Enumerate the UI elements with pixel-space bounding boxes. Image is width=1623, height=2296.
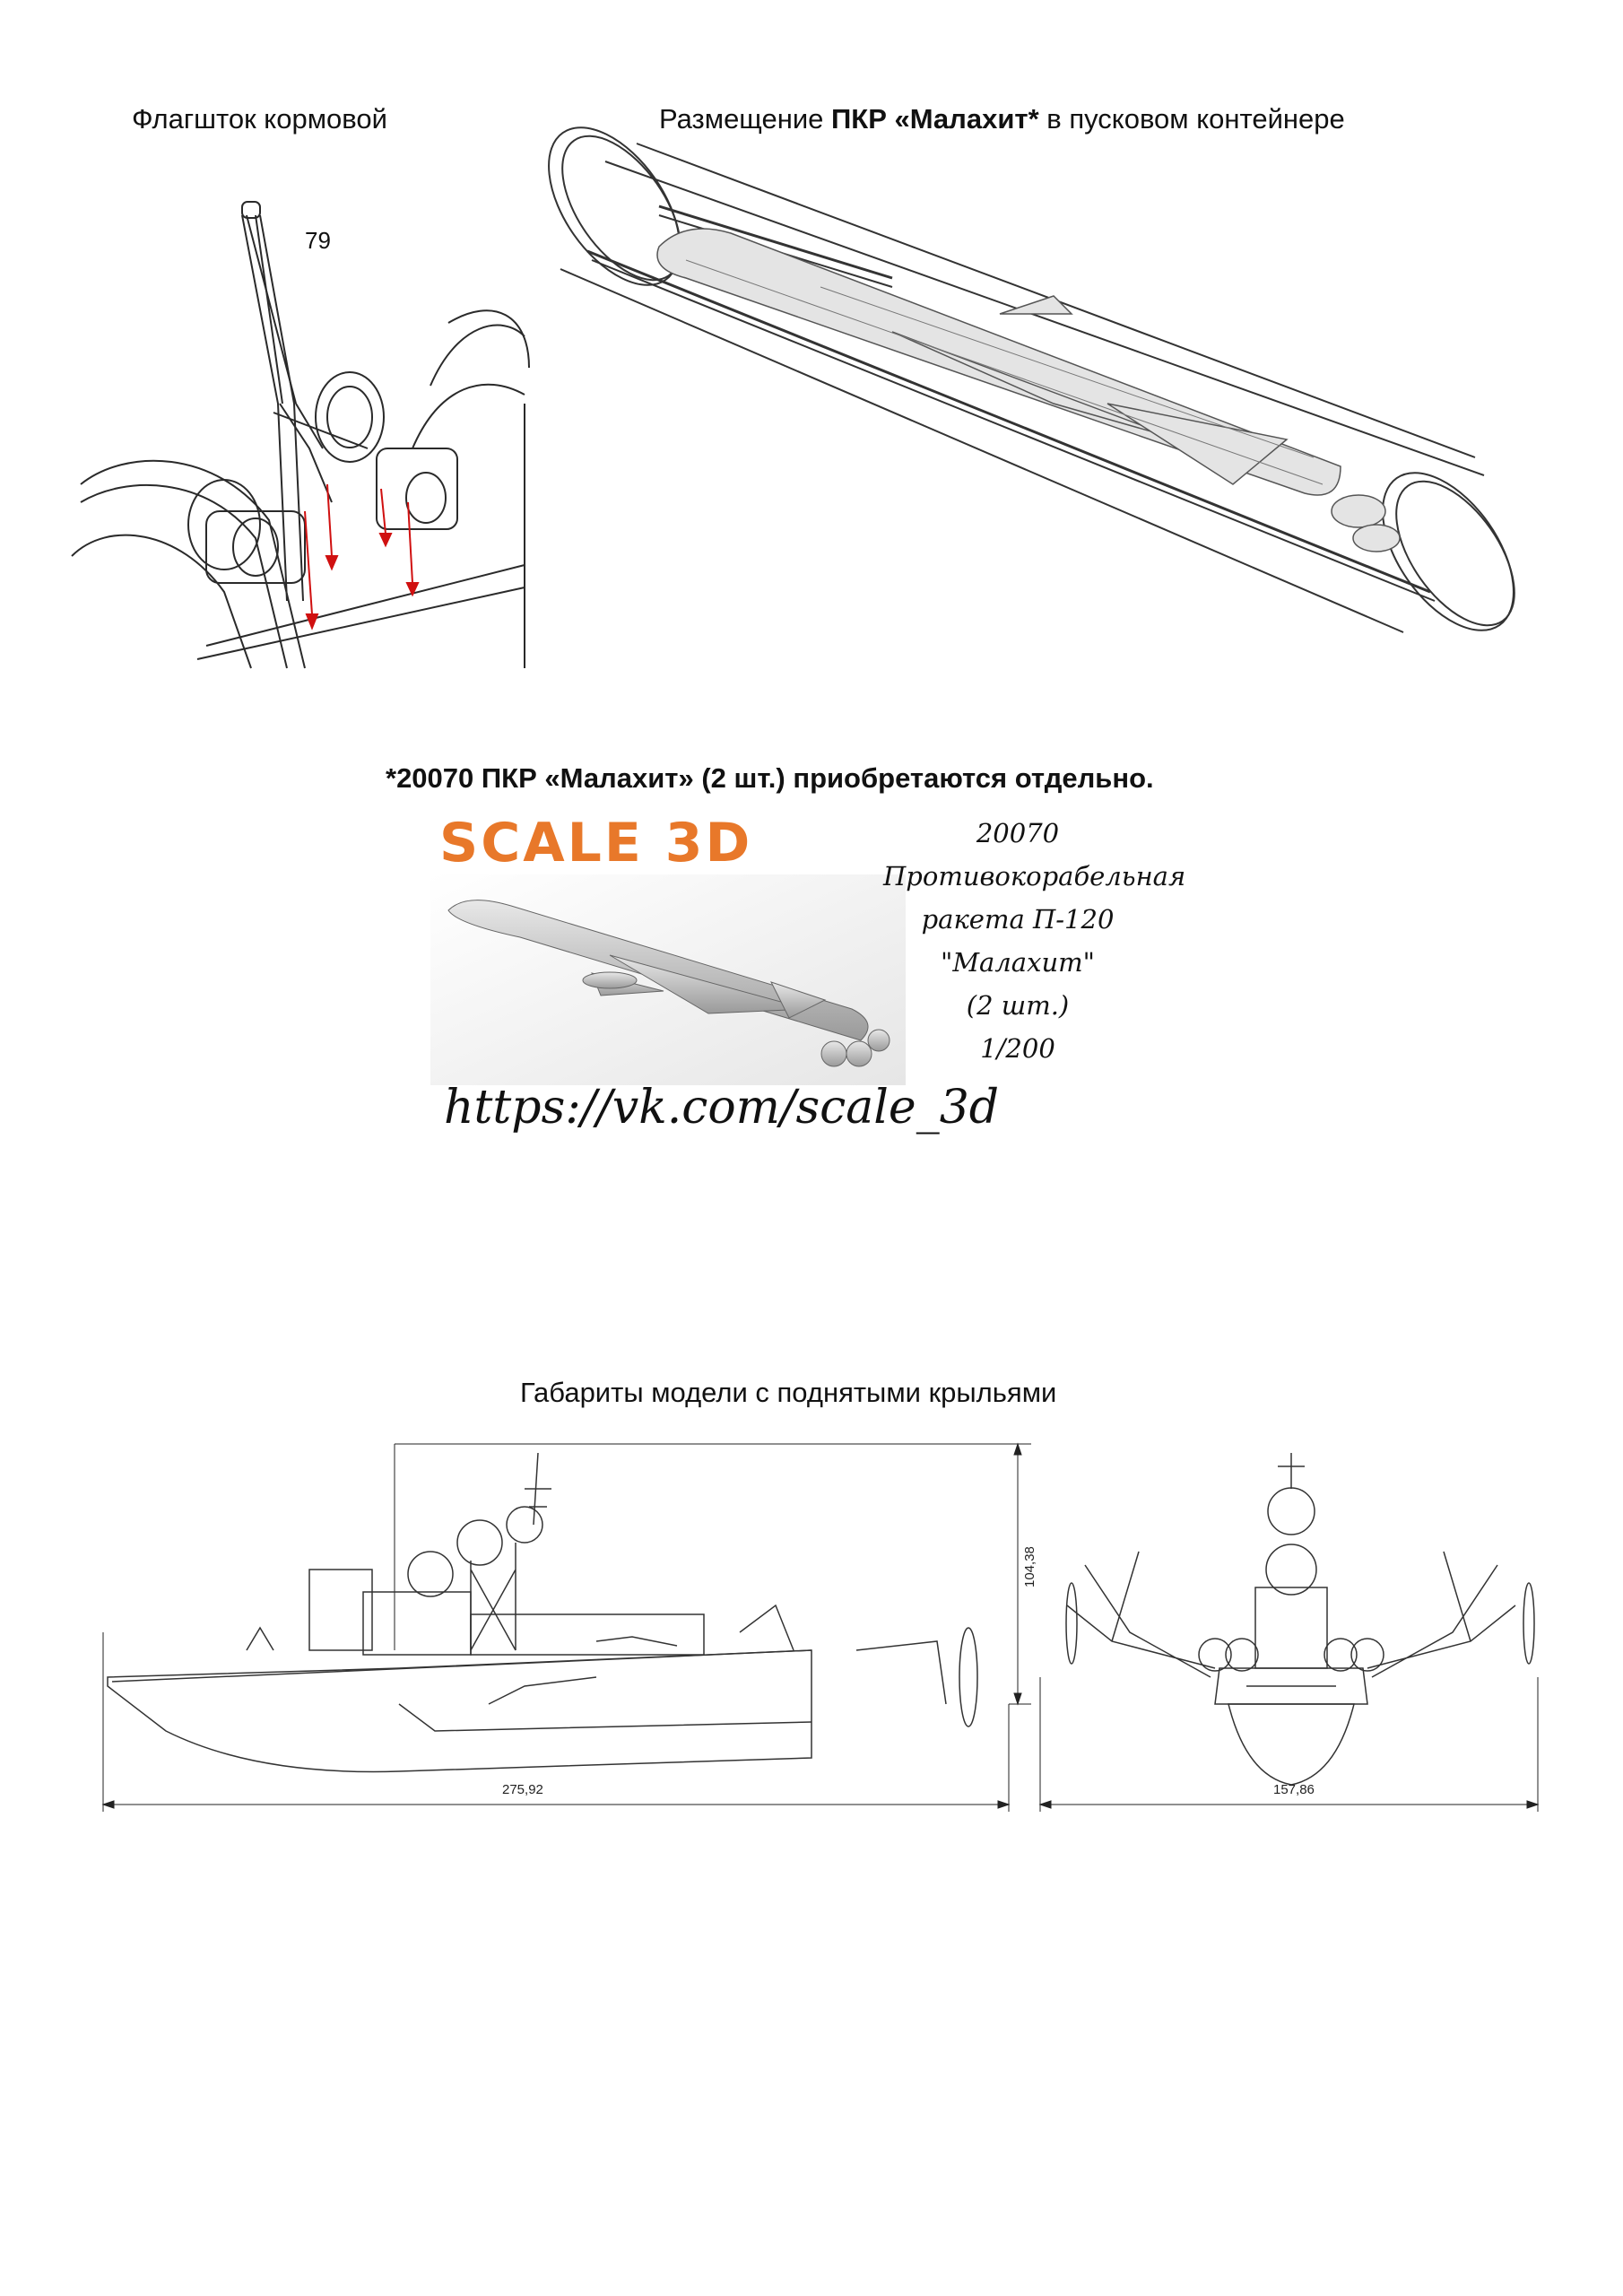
front-view-drawing: 157,86 <box>1038 1453 1540 1812</box>
ad-line-5: (2 шт.) <box>966 990 1070 1021</box>
vk-link[interactable]: https://vk.com/scale_3d <box>444 1081 1000 1135</box>
part-number: 79 <box>305 227 331 254</box>
ad-line-1: 20070 <box>976 818 1060 848</box>
ad-line-4: "Малахит" <box>941 947 1095 978</box>
flagstaff-drawing: 79 <box>71 201 530 669</box>
length-label: 275,92 <box>502 1782 543 1797</box>
dimensions-title: Габариты модели с поднятыми крыльями <box>520 1377 1057 1408</box>
missile-container-caption: Размещение ПКР «Малахит* в пусковом конт… <box>659 103 1345 135</box>
ad-line-6: 1/200 <box>980 1033 1055 1064</box>
missile-container-drawing <box>548 126 1515 633</box>
missile-render <box>430 874 906 1085</box>
purchase-note: *20070 ПКР «Малахит» (2 шт.) приобретают… <box>386 762 1154 794</box>
brand-logo: SCALE 3D <box>439 812 753 874</box>
missile-ad-text: 20070 Противокорабельная ракета П-120 "М… <box>883 812 1186 1070</box>
ad-line-3: ракета П-120 <box>921 904 1115 935</box>
caption-suffix: в пусковом контейнере <box>1038 103 1345 135</box>
side-view-drawing: 275,92 104,38 <box>101 1442 1037 1812</box>
width-label: 157,86 <box>1273 1782 1315 1797</box>
ad-line-2: Противокорабельная <box>883 861 1186 891</box>
caption-prefix: Размещение <box>659 103 831 135</box>
flagstaff-caption: Флагшток кормовой <box>132 103 387 135</box>
caption-bold: ПКР «Малахит* <box>831 103 1039 135</box>
height-label: 104,38 <box>1022 1546 1037 1587</box>
